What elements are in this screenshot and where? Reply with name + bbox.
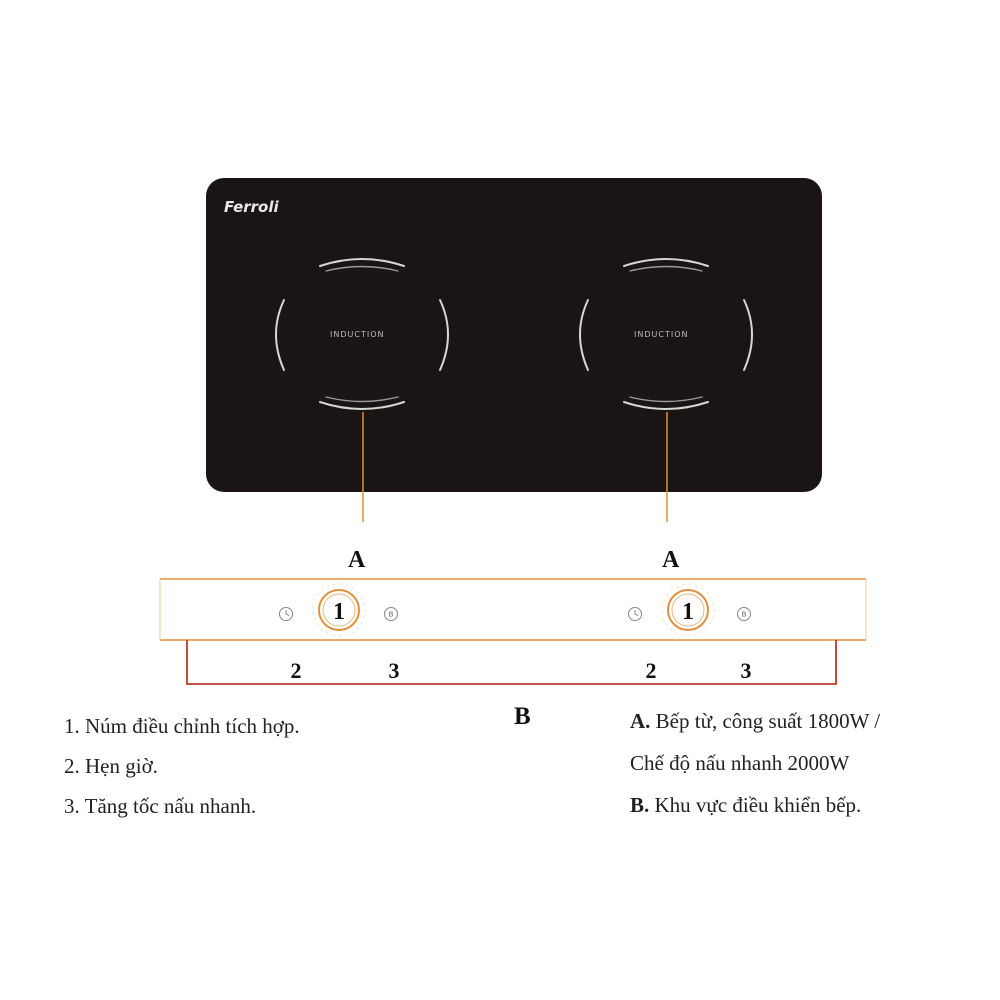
boost-icon[interactable] [384,607,398,621]
cooktop-glass [206,178,822,492]
boost-icon-label: B [389,611,394,619]
knob-number: 1 [682,599,694,625]
control-knob[interactable] [661,583,715,637]
legend-item-2: 2. Hẹn giờ. [64,754,158,778]
legend-a-line2: Chế độ nấu nhanh 2000W [630,751,850,775]
brand-logo: Ferroli [224,198,279,216]
panel-bracket [186,640,837,685]
callout-a-right: A [662,547,680,573]
timer-icon[interactable] [279,607,293,621]
legend-controls: 1. Núm điều chỉnh tích hợp. 2. Hẹn giờ. … [64,706,300,826]
callout-2-left: 2 [291,658,302,683]
cooking-zone-left [275,258,449,410]
control-group-left: 1 B [279,583,398,637]
control-group-right: 1 B [628,583,751,637]
legend-item-3: 3. Tăng tốc nấu nhanh. [64,794,257,818]
zone-label-right: INDUCTION [634,330,688,339]
control-knob[interactable] [312,583,366,637]
control-panel-strip [159,578,867,641]
timer-icon[interactable] [628,607,642,621]
legend-zones: A. Bếp từ, công suất 1800W / Chế độ nấu … [630,700,880,826]
legend-b-key: B. [630,793,650,817]
zone-label-left: INDUCTION [330,330,384,339]
callout-b: B [514,703,531,730]
legend-b-text: Khu vực điều khiển bếp. [654,793,862,817]
legend-a-line1: A. Bếp từ, công suất 1800W / [630,700,880,742]
callout-3-right: 3 [741,658,752,683]
callout-a-left: A [348,547,366,573]
cooking-zone-right [579,258,753,410]
legend-b-line: B. Khu vực điều khiển bếp. [630,784,880,826]
callout-2-right: 2 [646,658,657,683]
callout-3-left: 3 [389,658,400,683]
legend-item-1: 1. Núm điều chỉnh tích hợp. [64,714,300,738]
knob-number: 1 [333,599,345,625]
legend-a-text: Bếp từ, công suất 1800W / [655,709,881,733]
boost-icon-label: B [742,611,747,619]
legend-a-key: A. [630,709,651,733]
boost-icon[interactable] [737,607,751,621]
